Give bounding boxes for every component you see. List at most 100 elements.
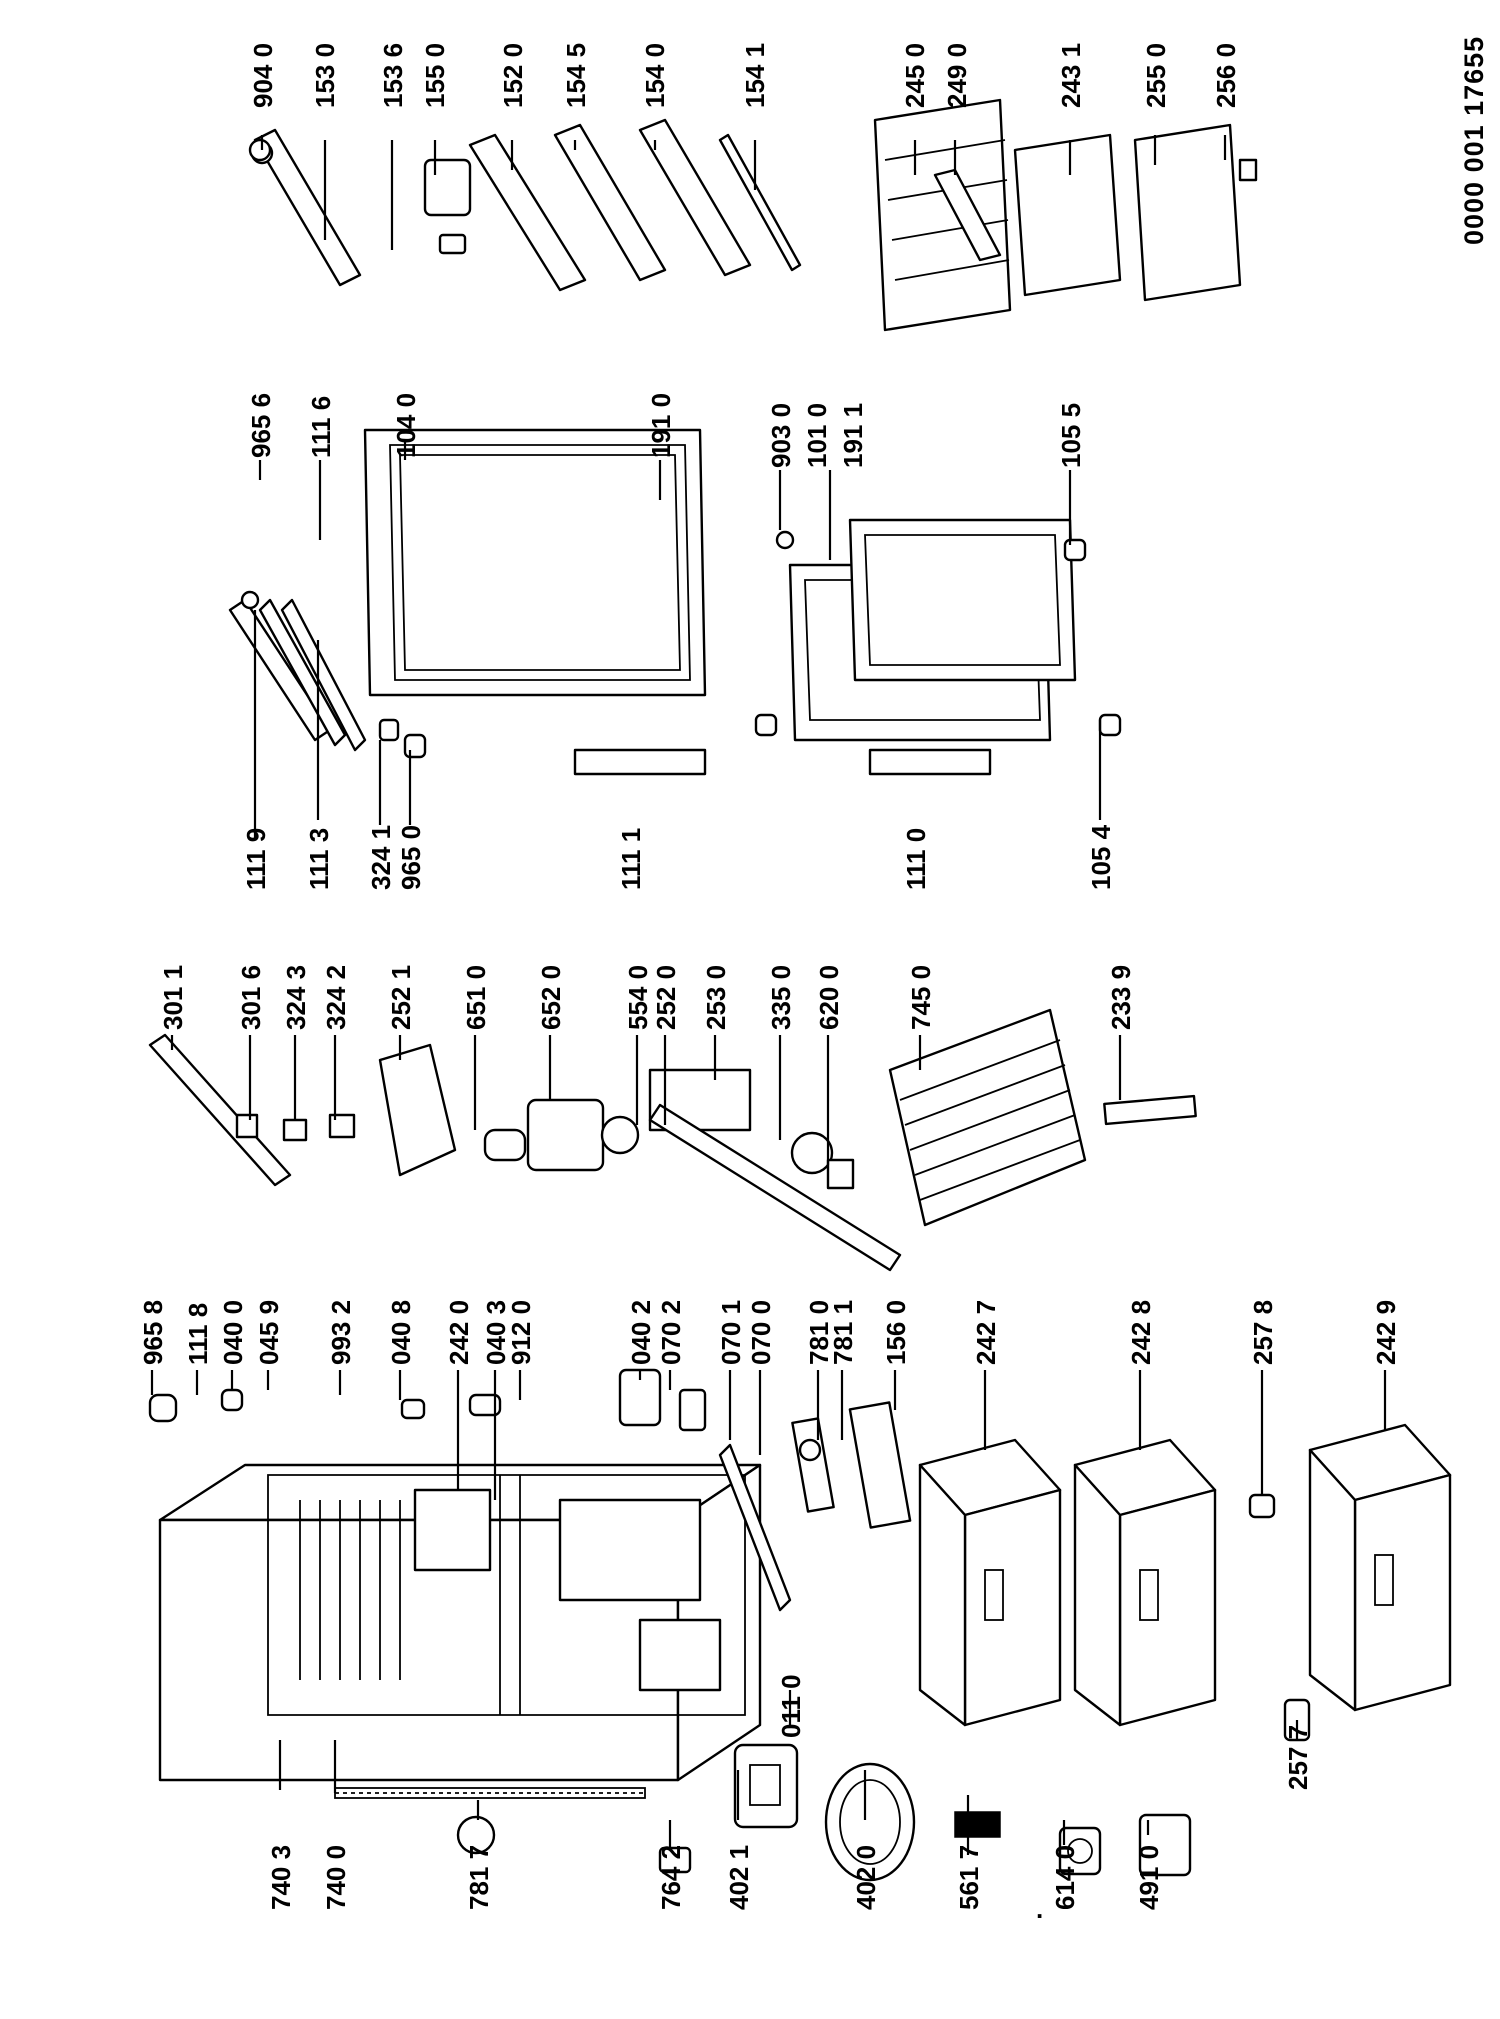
- part-label: 620 0: [814, 965, 844, 1030]
- part-label: 070 0: [746, 1300, 776, 1365]
- part-label: 965 6: [246, 393, 276, 458]
- part-label: 233 9: [1106, 965, 1136, 1030]
- part-label: 781 0: [804, 1300, 834, 1365]
- part-label: 105 4: [1086, 824, 1116, 890]
- drawer-242-9: [1308, 1423, 1452, 1712]
- part-label: 256 0: [1211, 43, 1241, 108]
- part-label: 111 8: [183, 1303, 213, 1365]
- part-label: 257 7: [1283, 1725, 1313, 1790]
- wire-shelf-745: [888, 1008, 1087, 1227]
- part-label: 242 7: [971, 1300, 1001, 1365]
- part-label: 965 0: [396, 825, 426, 890]
- part-label: 335 0: [766, 965, 796, 1030]
- part-label: 105 5: [1056, 403, 1086, 468]
- part-number-labels: 904 0 153 0 153 6 155 0 152 0 154 5 154 …: [138, 43, 1401, 1910]
- part-label: 965 8: [138, 1300, 168, 1365]
- part-label: 764 2: [656, 1845, 686, 1910]
- part-label: 903 0: [766, 403, 796, 468]
- part-label: 561 7: [954, 1845, 984, 1910]
- control-panel-301: [148, 1033, 292, 1187]
- document-number: 0000 001 17655: [1459, 36, 1489, 245]
- glass-shelf-runners: [718, 1443, 792, 1612]
- part-label: 040 2: [626, 1300, 656, 1365]
- part-label: 402 0: [851, 1845, 881, 1910]
- part-label: 154 0: [640, 43, 670, 108]
- condenser-grille: [334, 1787, 646, 1799]
- part-label: 040 8: [386, 1300, 416, 1365]
- shelf-trim-233: [1103, 1094, 1197, 1126]
- part-label: 993 2: [326, 1300, 356, 1365]
- part-label: 651 0: [461, 965, 491, 1030]
- part-label: 554 0: [623, 965, 653, 1030]
- part-label: 154 5: [561, 43, 591, 108]
- part-label: 153 0: [310, 43, 340, 108]
- part-label: 191 1: [838, 403, 868, 468]
- part-label: 781 7: [464, 1845, 494, 1910]
- door-handle-111: [228, 598, 367, 752]
- part-label: 301 6: [236, 965, 266, 1030]
- hinge-brackets: [240, 530, 1122, 776]
- foot-clip: [456, 1815, 496, 1855]
- part-label: 257 8: [1248, 1300, 1278, 1365]
- lamp-cover-781: [791, 1417, 835, 1513]
- part-label: 111 0: [901, 828, 931, 890]
- part-label: 040 3: [481, 1300, 511, 1365]
- drawer-242-8: [1073, 1438, 1217, 1727]
- part-label: 156 0: [881, 1300, 911, 1365]
- part-label: 324 2: [321, 965, 351, 1030]
- part-label: 101 0: [802, 403, 832, 468]
- thermal-protector: [1138, 1813, 1192, 1877]
- part-label: 249 0: [942, 43, 972, 108]
- part-label: 111 3: [304, 828, 334, 890]
- part-label: 045 9: [254, 1300, 284, 1365]
- door-stop-257: [1248, 1493, 1311, 1742]
- part-label: 491 0: [1134, 1845, 1164, 1910]
- part-label: 154 1: [740, 43, 770, 108]
- part-label: 652 0: [536, 965, 566, 1030]
- part-label: 745 0: [906, 965, 936, 1030]
- part-label: 040 0: [218, 1300, 248, 1365]
- part-label: 155 0: [420, 43, 450, 108]
- cabinet-shelf-ribs: [299, 1500, 401, 1680]
- part-label: 904 0: [248, 43, 278, 108]
- part-label: 301 1: [158, 965, 188, 1030]
- part-label: 243 1: [1056, 43, 1086, 108]
- part-label: 242 8: [1126, 1300, 1156, 1365]
- part-label: 402 1: [724, 1845, 754, 1910]
- thermostat-group: [235, 1043, 902, 1272]
- part-label: 245 0: [900, 43, 930, 108]
- part-label: 781 1: [828, 1300, 858, 1365]
- part-label: 252 0: [651, 965, 681, 1030]
- part-label: 111 6: [306, 396, 336, 458]
- leader-lines: [150, 135, 1387, 1850]
- part-label: 153 6: [378, 43, 408, 108]
- cabinet: [158, 1463, 762, 1782]
- part-label: 324 1: [366, 825, 396, 890]
- drawer-242-7: [918, 1438, 1062, 1727]
- part-label: 070 1: [716, 1300, 746, 1365]
- door-bins: [250, 118, 802, 292]
- part-label: 070 2: [656, 1300, 686, 1365]
- part-label: 252 1: [386, 965, 416, 1030]
- starter-device: [954, 1795, 1001, 1855]
- part-label: 152 0: [498, 43, 528, 108]
- part-label: 191 0: [646, 393, 676, 458]
- part-label: 740 3: [266, 1845, 296, 1910]
- part-label: 242 9: [1371, 1300, 1401, 1365]
- capillary-drier: [658, 1846, 692, 1874]
- part-label: 253 0: [701, 965, 731, 1030]
- compressor: [824, 1762, 916, 1882]
- fridge-door: [363, 428, 707, 697]
- compressor-cover: [733, 1743, 799, 1829]
- part-label: 912 0: [506, 1300, 536, 1365]
- glass-shelves: [248, 98, 1258, 332]
- part-label: 614 0: [1050, 1845, 1080, 1910]
- relay: [1058, 1826, 1102, 1876]
- part-label: 324 3: [281, 965, 311, 1030]
- freezer-door-gasket: [848, 518, 1077, 682]
- part-label: 111 9: [241, 828, 271, 890]
- part-label: 011 0: [776, 1674, 806, 1738]
- part-label: 255 0: [1141, 43, 1171, 108]
